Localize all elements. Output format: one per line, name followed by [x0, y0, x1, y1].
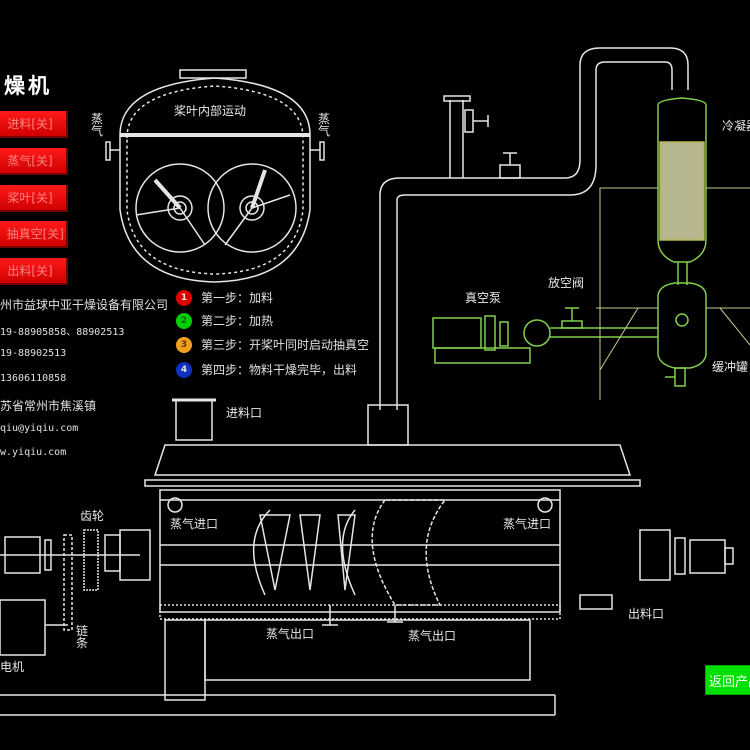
steam-left-label: 蒸气 — [91, 112, 104, 138]
company-web: w.yiqiu.com — [0, 447, 67, 458]
back-to-products-button[interactable]: 返回产品 — [705, 665, 750, 695]
steam-inlet-left-label: 蒸气进口 — [170, 517, 219, 531]
paddle-toggle-button[interactable]: 桨叶[关] — [0, 185, 68, 212]
steam-inlet-right-label: 蒸气进口 — [503, 517, 552, 531]
step-text: 第四步：物料干燥完毕，出料 — [201, 363, 358, 377]
company-fax: 19-88902513 — [0, 348, 67, 359]
step-1: 1 第一步：加料 — [176, 289, 273, 306]
vacuum-pump-label: 真空泵 — [465, 291, 502, 305]
page-title: 燥机 — [4, 74, 52, 98]
step-4: 4 第四步：物料干燥完毕，出料 — [176, 361, 357, 378]
gear-label: 齿轮 — [80, 509, 105, 523]
step-text: 第三步：开桨叶同时启动抽真空 — [201, 338, 370, 352]
steam-right-label: 蒸气 — [318, 112, 331, 138]
company-name: 州市益球中亚干燥设备有限公司 — [0, 298, 169, 312]
vacuum-toggle-button[interactable]: 抽真空[关] — [0, 221, 68, 248]
discharge-toggle-button[interactable]: 出料[关] — [0, 258, 68, 285]
company-mobile: 13606110858 — [0, 373, 67, 384]
condenser-label: 冷凝器 — [722, 119, 750, 133]
step-badge: 2 — [176, 312, 192, 329]
dryer-body — [0, 398, 734, 716]
vent-valve-label: 放空阀 — [548, 276, 585, 290]
step-badge: 3 — [176, 336, 192, 353]
step-text: 第一步：加料 — [201, 291, 274, 305]
feed-inlet-label: 进料口 — [226, 406, 263, 420]
step-3: 3 第三步：开桨叶同时启动抽真空 — [176, 336, 369, 353]
paddle-motion-label: 桨叶内部运动 — [174, 104, 247, 118]
steam-outlet-2-label: 蒸气出口 — [408, 629, 457, 643]
vessel-cross-section — [105, 69, 325, 283]
buffer-tank-label: 缓冲罐 — [712, 360, 749, 374]
steam-toggle-button[interactable]: 蒸气[关] — [0, 148, 68, 175]
steam-outlet-1-label: 蒸气出口 — [266, 627, 315, 641]
step-text: 第二步：加热 — [201, 314, 274, 328]
step-badge: 1 — [176, 289, 192, 306]
condenser-group — [432, 97, 707, 387]
vacuum-pipes — [367, 47, 689, 446]
discharge-outlet-label: 出料口 — [628, 607, 665, 621]
step-2: 2 第二步：加热 — [176, 312, 273, 329]
motor-label: 减速电机 — [0, 660, 25, 674]
frame-lines — [596, 187, 750, 400]
chain-label: 链条 — [76, 624, 89, 650]
company-tel: 19-88905858、88902513 — [0, 327, 125, 338]
feed-toggle-button[interactable]: 进料[关] — [0, 111, 68, 138]
company-email: qiu@yiqiu.com — [0, 423, 79, 434]
company-address: 苏省常州市焦溪镇 — [0, 399, 97, 413]
step-badge: 4 — [176, 361, 192, 378]
